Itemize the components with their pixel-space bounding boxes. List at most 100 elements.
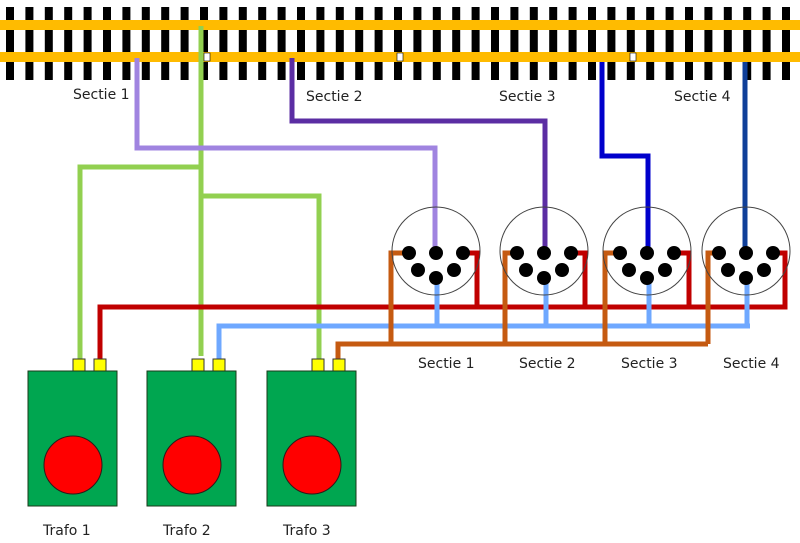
track-tie (355, 7, 364, 80)
track-tie (258, 7, 267, 80)
trafo-terminal-common (311, 358, 325, 372)
trafo-terminal-output (212, 358, 226, 372)
trafo-1-bus-drop-1 (463, 250, 480, 307)
insulation-gap (396, 52, 404, 62)
track-tie (297, 7, 305, 80)
switch-pin (640, 271, 654, 285)
track-tie (219, 7, 228, 80)
track-tie (510, 7, 519, 80)
switch-pin (712, 246, 726, 260)
switch-pin (519, 263, 533, 277)
track-tie (200, 7, 208, 80)
insulation-gap (629, 52, 637, 62)
switch-pin (757, 263, 771, 277)
section-wire-3 (599, 62, 651, 253)
track-tie (64, 7, 73, 80)
trafo-label-1: Trafo 1 (43, 523, 91, 539)
switch-label-1: Sectie 1 (418, 356, 475, 372)
switch-pin (564, 246, 578, 260)
track-tie (743, 7, 752, 80)
track-tie (103, 7, 111, 80)
switch-pin (555, 263, 569, 277)
trafo-2-bus (216, 323, 750, 362)
track-tie (491, 7, 499, 80)
track-tie (413, 7, 422, 80)
track-tie (529, 7, 538, 80)
section-switch-2 (499, 206, 589, 296)
trafo-1 (27, 358, 118, 507)
switch-pin (402, 246, 416, 260)
switch-outline (701, 206, 791, 296)
trafo-terminal-output (332, 358, 346, 372)
track-tie (607, 7, 616, 80)
track-tie (685, 7, 693, 80)
switch-pin (622, 263, 636, 277)
rail-insulation-gaps (203, 52, 637, 62)
section-wire-1 (134, 58, 438, 255)
track-tie (44, 7, 53, 80)
trafo-3-bus-drop-2 (502, 250, 517, 344)
track-tie (316, 7, 325, 80)
track-section-label-2: Sectie 2 (306, 89, 363, 105)
switch-pin (429, 246, 443, 260)
track-tie (180, 7, 189, 80)
switch-pin (766, 246, 780, 260)
switch-pin (640, 246, 654, 260)
switch-pin (537, 246, 551, 260)
trafo-1-bus (97, 304, 700, 362)
track-tie (588, 7, 596, 80)
trafo-terminal-common (72, 358, 86, 372)
section-wire-2 (289, 58, 548, 253)
trafo-1-bus-drop-3 (673, 250, 692, 307)
track-tie (6, 7, 14, 80)
track-tie (122, 7, 131, 80)
trafo-3-bus-drop-1 (388, 250, 408, 344)
track-tie (83, 7, 92, 80)
section-switch-3 (602, 206, 692, 296)
track-tie (374, 7, 383, 80)
track-ties (6, 7, 790, 80)
switch-outline (602, 206, 692, 296)
trafo-terminal-common (191, 358, 205, 372)
track-tie (665, 7, 674, 80)
switch-pin (510, 246, 524, 260)
switch-label-4: Sectie 4 (723, 356, 780, 372)
trafo-knob (162, 435, 222, 495)
track-section-label-4: Sectie 4 (674, 89, 731, 105)
trafo-terminal-output (93, 358, 107, 372)
track-tie (568, 7, 577, 80)
switch-pin (613, 246, 627, 260)
switch-pin (721, 263, 735, 277)
section-switches (391, 206, 791, 296)
switch-label-2: Sectie 2 (519, 356, 576, 372)
section-switch-1 (391, 206, 481, 296)
trafo-2 (146, 358, 237, 507)
trafo-label-3: Trafo 3 (283, 523, 331, 539)
track-section-label-3: Sectie 3 (499, 89, 556, 105)
transformers (27, 358, 357, 507)
track-tie (238, 7, 247, 80)
track-tie (549, 7, 558, 80)
track-tie (141, 7, 150, 80)
trafo-1-bus-drop-2 (572, 250, 588, 307)
switch-pin (429, 271, 443, 285)
track-tie (471, 7, 480, 80)
switch-pin (658, 263, 672, 277)
trafo-3-bus-drop-3 (602, 250, 618, 344)
trafo-3-bus-drop-4 (705, 250, 719, 344)
track-section-label-1: Sectie 1 (73, 87, 130, 103)
common-wire-trafo-1 (77, 164, 201, 362)
track-tie (646, 7, 655, 80)
trafo-3 (266, 358, 357, 507)
track-tie (277, 7, 286, 80)
switch-pin (447, 263, 461, 277)
switch-outline (391, 206, 481, 296)
trafo-label-2: Trafo 2 (163, 523, 211, 539)
track-tie (394, 7, 402, 80)
track-tie (452, 7, 461, 80)
track-tie (432, 7, 441, 80)
switch-pin (739, 246, 753, 260)
switch-pin (537, 271, 551, 285)
switch-pin (739, 271, 753, 285)
